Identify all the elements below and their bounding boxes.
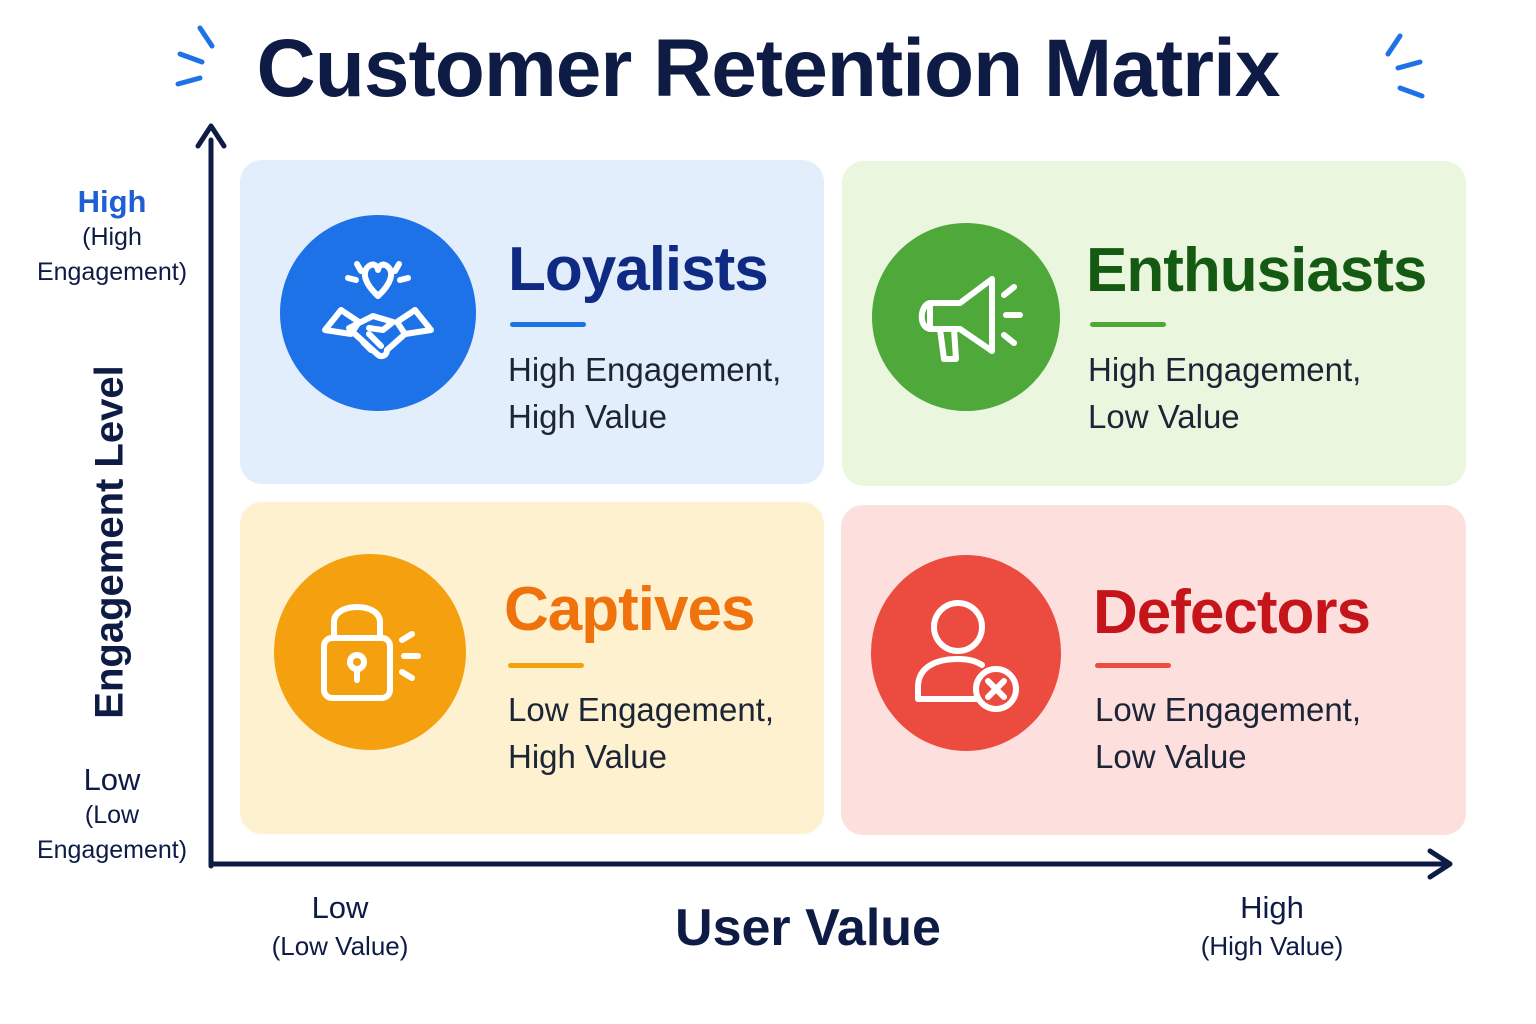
y-axis-title: Engagement Level xyxy=(87,365,132,719)
enthusiasts-divider xyxy=(1090,322,1166,327)
captives-title: Captives xyxy=(504,575,755,644)
defectors-divider xyxy=(1095,663,1171,668)
quadrant-captives: Captives Low Engagement, High Value xyxy=(240,502,824,834)
x-axis-high-label: High (High Value) xyxy=(1200,890,1344,961)
enthusiasts-badge xyxy=(872,223,1060,411)
loyalists-title: Loyalists xyxy=(508,235,769,304)
captives-divider xyxy=(508,663,584,668)
handshake-heart-icon xyxy=(322,261,434,360)
captives-description: Low Engagement, High Value xyxy=(508,691,775,775)
padlock-icon xyxy=(321,604,421,701)
loyalists-divider xyxy=(510,322,586,327)
user-remove-icon xyxy=(915,600,1019,712)
megaphone-icon xyxy=(918,276,1023,362)
x-axis-low-label: Low (Low Value) xyxy=(271,890,409,961)
sparkle-right-icon xyxy=(1385,33,1425,99)
loyalists-badge xyxy=(280,215,476,411)
loyalists-description: High Engagement, High Value xyxy=(508,351,782,435)
x-axis-title: User Value xyxy=(675,899,941,957)
page-title: Customer Retention Matrix xyxy=(256,23,1281,114)
x-axis-arrowhead xyxy=(1427,848,1453,880)
quadrant-loyalists: Loyalists High Engagement, High Value xyxy=(240,160,824,484)
enthusiasts-title: Enthusiasts xyxy=(1086,236,1427,305)
sparkle-left-icon xyxy=(175,25,215,87)
enthusiasts-description: High Engagement, Low Value xyxy=(1088,351,1362,435)
defectors-description: Low Engagement, Low Value xyxy=(1095,691,1362,775)
y-axis-high-label: High (High Engagement) xyxy=(36,184,188,286)
y-axis-arrowhead xyxy=(195,123,227,149)
quadrant-enthusiasts: Enthusiasts High Engagement, Low Value xyxy=(842,161,1466,486)
defectors-title: Defectors xyxy=(1093,578,1371,647)
y-axis-low-label: Low (Low Engagement) xyxy=(36,762,188,864)
defectors-badge xyxy=(871,555,1061,751)
captives-badge xyxy=(274,554,466,750)
quadrant-defectors: Defectors Low Engagement, Low Value xyxy=(841,505,1466,835)
